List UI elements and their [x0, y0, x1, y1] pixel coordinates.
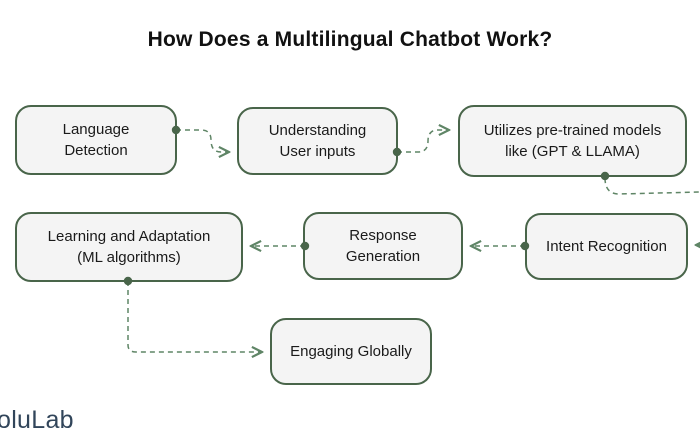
edge-language-to-understanding [176, 129, 229, 152]
solulab-logo: oluLab [0, 406, 74, 434]
edge-learning-to-engaging [127, 281, 262, 352]
node-pretrained-models: Utilizes pre-trained models like (GPT & … [458, 105, 687, 177]
node-engaging-globally: Engaging Globally [270, 318, 432, 385]
edge-models-outbound [604, 177, 700, 195]
edge-understanding-to-models [397, 130, 449, 153]
node-language-detection: Language Detection [15, 105, 177, 175]
page-title: How Does a Multilingual Chatbot Work? [147, 28, 553, 51]
node-learning-adaptation: Learning and Adaptation (ML algorithms) [15, 212, 243, 282]
node-understanding-user-inputs: Understanding User inputs [237, 107, 398, 175]
node-response-generation: Response Generation [303, 212, 463, 280]
node-intent-recognition: Intent Recognition [525, 213, 688, 280]
